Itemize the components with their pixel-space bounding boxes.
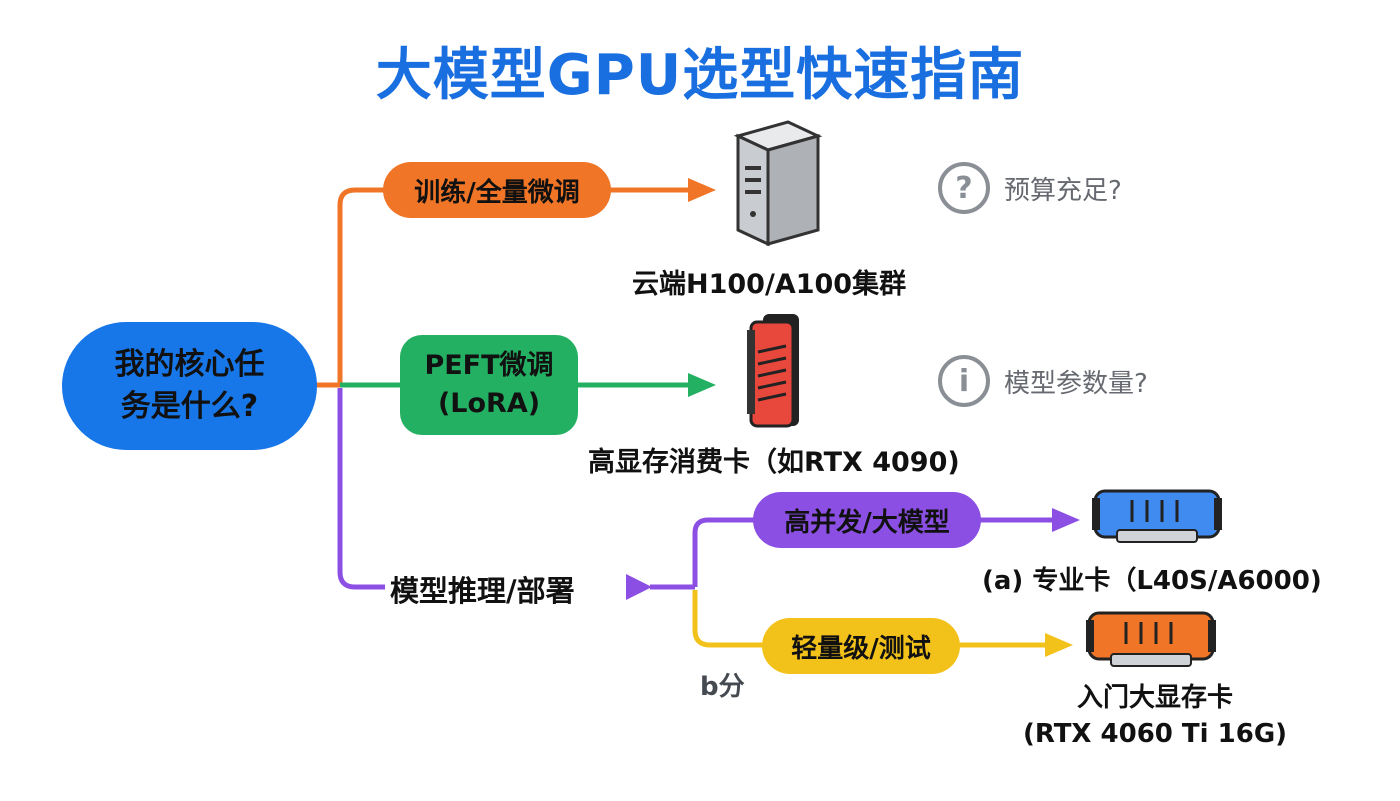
light-target-line1: 入门大显存卡 (1076, 683, 1233, 713)
light-target-line2: (RTX 4060 Ti 16G) (1022, 719, 1288, 749)
param-note-text: 模型参数量? (1004, 368, 1148, 399)
root-node: 我的核心任务是什么? (62, 322, 317, 450)
peft-line1: PEFT微调 (424, 350, 554, 381)
server-icon (733, 120, 822, 247)
light-target: 入门大显存卡 (RTX 4060 Ti 16G) (1010, 680, 1300, 752)
high-connector (692, 517, 755, 587)
train-target: 云端H100/A100集群 (632, 269, 907, 300)
light-connector (692, 590, 765, 648)
peft-arrow-head (688, 373, 716, 397)
infer-arrow-head (626, 574, 652, 600)
info-icon: i (938, 355, 990, 407)
infer-label: 模型推理/部署 (390, 574, 575, 608)
light-label: 轻量级/测试 (791, 633, 931, 664)
light-arrow-head (1045, 633, 1073, 657)
split-label: b分 (700, 672, 745, 702)
budget-note: ? 预算充足? (938, 162, 1122, 214)
high-arrow-head (1052, 508, 1080, 532)
page-title: 大模型GPU选型快速指南 (375, 43, 1025, 108)
peft-target: 高显存消费卡（如RTX 4090) (588, 447, 960, 478)
peft-pill: PEFT微调 (LoRA) (400, 335, 578, 435)
high-target: (a) 专业卡（L40S/A6000) (982, 566, 1322, 596)
high-pill: 高并发/大模型 (753, 492, 981, 548)
train-pill: 训练/全量微调 (383, 162, 611, 218)
train-arrow-head (688, 178, 716, 202)
infer-connector (337, 388, 385, 590)
pro-card-icon (1092, 489, 1222, 543)
param-note: i 模型参数量? (938, 355, 1148, 407)
peft-line2: (LoRA) (437, 388, 541, 419)
high-label: 高并发/大模型 (784, 507, 950, 538)
light-pill: 轻量级/测试 (762, 618, 960, 674)
budget-note-text: 预算充足? (1004, 175, 1122, 206)
entry-card-icon (1086, 611, 1216, 667)
root-label: 我的核心任务是什么? (114, 347, 265, 424)
train-connector (337, 187, 385, 385)
train-label: 训练/全量微调 (414, 177, 580, 208)
question-icon: ? (938, 162, 990, 214)
gpu-card-icon (747, 314, 799, 428)
